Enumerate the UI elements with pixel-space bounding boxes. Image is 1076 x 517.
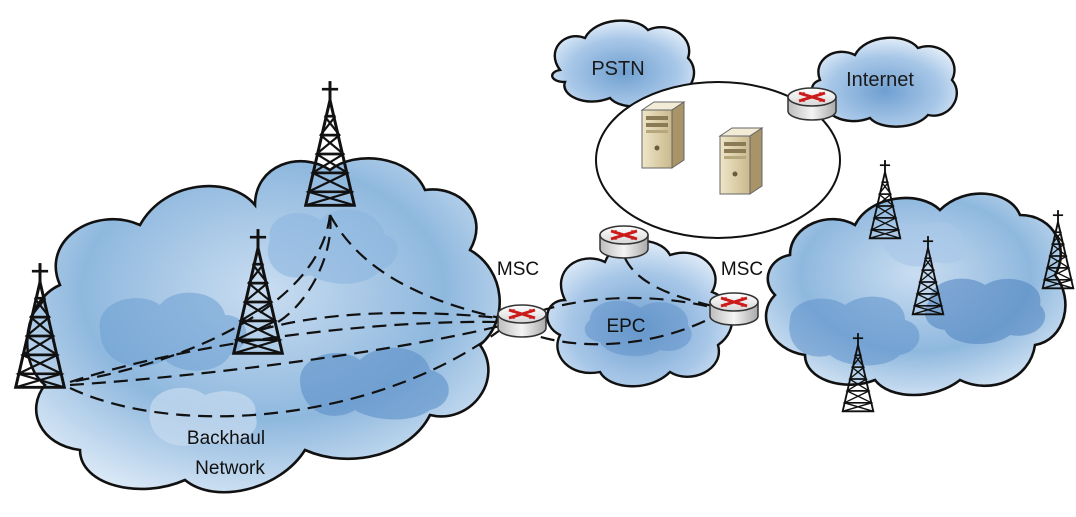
pstn-label: PSTN: [591, 58, 644, 80]
backhaul-label-line2: Network: [195, 458, 265, 479]
msc-left-router-icon: [496, 303, 548, 339]
backhaul-links: [69, 214, 721, 418]
server-icon: [719, 127, 763, 195]
epc-label: EPC: [606, 316, 645, 337]
msc-left-label: MSC: [497, 259, 539, 280]
internet-label: Internet: [846, 69, 914, 91]
epc-router-icon: [598, 224, 650, 260]
server-icon: [641, 101, 685, 169]
internet-router-icon: [786, 86, 838, 122]
pstn-cloud: [551, 19, 696, 108]
backhaul-label-line1: Backhaul: [187, 428, 265, 449]
epc-cloud: [546, 239, 734, 388]
right-access-cloud: [764, 192, 1067, 397]
msc-right-label: MSC: [721, 259, 763, 280]
msc-right-router-icon: [708, 291, 760, 327]
